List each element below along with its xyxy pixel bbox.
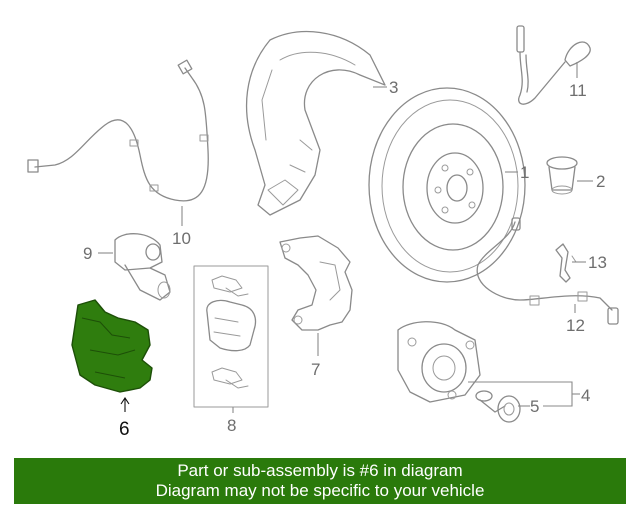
part-13-clip[interactable] bbox=[555, 243, 577, 283]
callout-5: 5 bbox=[530, 397, 539, 416]
banner-line-1: Part or sub-assembly is #6 in diagram bbox=[177, 461, 463, 480]
banner-line-2: Diagram may not be specific to your vehi… bbox=[155, 481, 485, 500]
callout-13: 13 bbox=[588, 253, 607, 272]
exploded-parts-diagram: 3 1 2 11 10 bbox=[27, 25, 619, 440]
part-1-brake-rotor[interactable] bbox=[368, 87, 526, 283]
callout-10: 10 bbox=[172, 229, 191, 248]
part-5-wheel-bolt[interactable] bbox=[475, 390, 521, 423]
part-9-caliper-motor[interactable] bbox=[114, 233, 171, 301]
part-2-wheel-bolt-cap[interactable] bbox=[546, 156, 578, 195]
part-11-wear-sensor[interactable] bbox=[516, 25, 591, 105]
part-10-abs-wire[interactable] bbox=[27, 59, 209, 202]
part-4-wheel-hub[interactable] bbox=[397, 321, 481, 403]
callout-6: 6 bbox=[119, 419, 130, 440]
callout-11: 11 bbox=[569, 81, 587, 100]
part-3-brake-shield[interactable] bbox=[246, 30, 386, 216]
part-12-speed-sensor[interactable] bbox=[476, 217, 619, 325]
callout-1: 1 bbox=[520, 163, 529, 182]
callout-4: 4 bbox=[581, 386, 590, 405]
callout-12: 12 bbox=[566, 316, 585, 335]
part-6-brake-caliper-highlighted[interactable] bbox=[71, 299, 153, 393]
callout-9: 9 bbox=[83, 244, 92, 263]
part-7-caliper-bracket[interactable] bbox=[279, 235, 353, 331]
callout-3: 3 bbox=[389, 78, 398, 97]
callout-2: 2 bbox=[596, 172, 605, 191]
part-8-brake-pad-kit[interactable] bbox=[193, 265, 269, 408]
callout-8: 8 bbox=[227, 416, 236, 435]
callout-7: 7 bbox=[311, 360, 320, 379]
info-banner: Part or sub-assembly is #6 in diagram Di… bbox=[14, 458, 626, 504]
